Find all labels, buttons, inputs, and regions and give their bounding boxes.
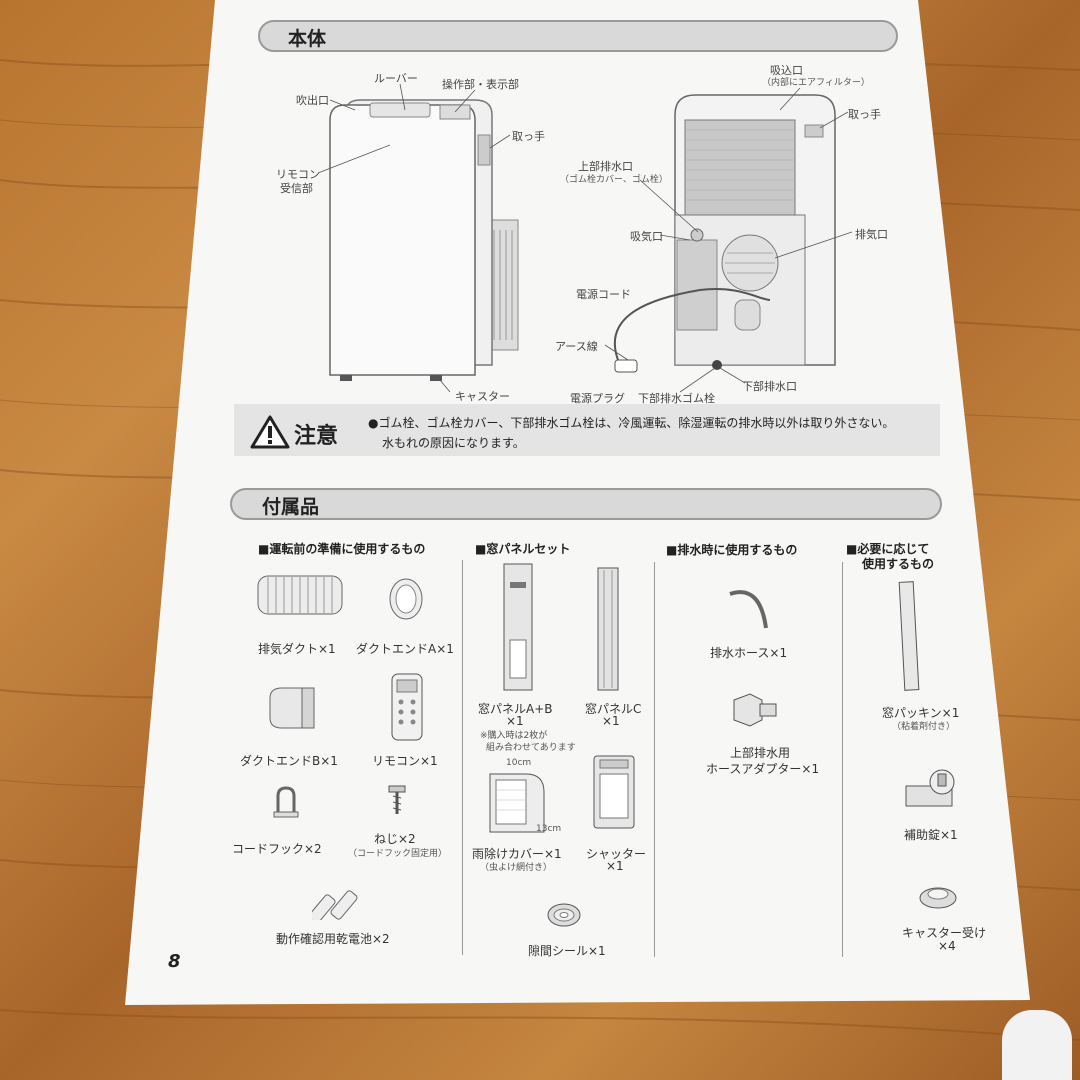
screw-illustration	[388, 785, 406, 814]
section-title-accessories: 付属品	[262, 496, 320, 518]
warning-triangle-icon	[250, 415, 290, 449]
caution-line-1: ●ゴム栓、ゴム栓カバー、下部排水ゴム栓は、冷風運転、除湿運転の排水時以外は取り外…	[368, 416, 895, 430]
section-header-accessories	[230, 488, 942, 520]
caption-panel-ab-2: ×1	[506, 714, 524, 728]
batteries-illustration	[312, 890, 358, 920]
caption-screw: ねじ×2	[374, 832, 416, 846]
caption-panel-ab-note-1: ※購入時は2枚が	[480, 731, 548, 741]
caption-rain-cover-1: 雨除けカバー×1	[472, 847, 562, 861]
label-remote-receiver-2: 受信部	[280, 182, 313, 195]
caption-gap-seal: 隙間シール×1	[528, 944, 606, 958]
caption-panel-ab-note-2: 組み合わせてあります	[486, 743, 576, 753]
group-title-optional-2: 使用するもの	[862, 557, 935, 571]
group-title-optional-1: ■必要に応じて	[846, 542, 930, 556]
rain-cover-illustration	[489, 773, 545, 833]
page-number: 8	[168, 951, 181, 972]
dimension-10cm: 10cm	[506, 758, 532, 768]
caution-title: 注意	[294, 424, 339, 449]
caption-caster-rest-2: ×4	[938, 939, 956, 953]
caption-shutter-2: ×1	[606, 859, 624, 873]
remote-control-illustration	[391, 673, 423, 741]
caption-rain-cover-2: （虫よけ網付き）	[480, 863, 553, 873]
label-power-cord: 電源コード	[576, 288, 631, 301]
caption-window-packing-2: （粘着剤付き）	[892, 722, 956, 732]
hose-adapter-illustration	[733, 693, 777, 727]
duct-end-a-illustration	[389, 578, 423, 620]
back-unit-illustration	[674, 94, 836, 370]
label-lower-drain: 下部排水口	[742, 380, 797, 393]
label-upper-drain: 上部排水口	[578, 160, 633, 173]
caption-remote: リモコン×1	[372, 754, 438, 768]
caption-cord-hook: コードフック×2	[232, 842, 322, 856]
drain-hose-illustration	[729, 590, 768, 629]
label-outlet: 吹出口	[296, 94, 329, 107]
label-back-handle: 取っ手	[848, 108, 881, 121]
duct-end-b-illustration	[269, 687, 315, 729]
label-caster: キャスター	[455, 390, 510, 403]
front-unit-illustration	[329, 99, 519, 381]
auxiliary-lock-illustration	[905, 769, 955, 807]
label-power-plug: 電源プラグ	[570, 392, 625, 405]
divider-3	[842, 562, 843, 957]
white-object-edge	[1002, 1010, 1072, 1080]
caption-caster-rest-1: キャスター受け	[902, 926, 987, 940]
caption-exhaust-duct: 排気ダクト×1	[258, 642, 336, 656]
caption-panel-ab-1: 窓パネルA+B	[478, 702, 553, 716]
divider-1	[462, 560, 463, 955]
caster-rest-illustration	[919, 887, 957, 909]
label-intake: 吸込口	[770, 64, 803, 77]
exhaust-duct-illustration	[257, 575, 343, 615]
group-title-drain: ■排水時に使用するもの	[666, 543, 798, 557]
group-title-preparation: ■運転前の準備に使用するもの	[258, 542, 426, 556]
group-title-window-panel: ■窓パネルセット	[475, 542, 571, 556]
label-lower-drain-plug: 下部排水ゴム栓	[638, 392, 715, 405]
caption-panel-c-2: ×1	[602, 714, 620, 728]
shutter-illustration	[593, 755, 635, 829]
label-louver: ルーバー	[374, 72, 418, 85]
divider-2	[654, 562, 655, 957]
window-packing-illustration	[898, 581, 920, 691]
section-title-main: 本体	[288, 28, 327, 50]
label-exhaust: 排気口	[855, 228, 888, 241]
caption-adapter-2: ホースアダプター×1	[706, 762, 820, 776]
caption-adapter-1: 上部排水用	[730, 746, 791, 760]
caution-line-2: 水もれの原因になります。	[382, 436, 525, 450]
label-front-handle: 取っ手	[512, 130, 545, 143]
label-intake-note: （内部にエアフィルター）	[762, 78, 870, 88]
caption-window-packing-1: 窓パッキン×1	[882, 706, 960, 720]
caption-batteries: 動作確認用乾電池×2	[276, 932, 390, 946]
caption-auxiliary-lock: 補助錠×1	[904, 828, 958, 842]
caption-duct-end-a: ダクトエンドA×1	[356, 642, 454, 656]
cord-hook-illustration	[273, 786, 299, 818]
label-control-panel: 操作部・表示部	[442, 78, 519, 91]
section-header-main	[258, 20, 898, 52]
caption-screw-note: （コードフック固定用）	[348, 849, 448, 859]
label-upper-drain-note: （ゴム栓カバー、ゴム栓）	[560, 175, 668, 185]
label-earth-wire: アース線	[555, 340, 598, 353]
caption-drain-hose: 排水ホース×1	[710, 646, 788, 660]
dimension-13cm: 13cm	[536, 824, 562, 834]
window-panel-ab-illustration	[503, 563, 533, 691]
caution-box	[234, 404, 940, 456]
caption-duct-end-b: ダクトエンドB×1	[240, 754, 338, 768]
caption-shutter-1: シャッター	[586, 847, 647, 861]
caption-panel-c-1: 窓パネルC	[585, 702, 642, 716]
gap-seal-illustration	[547, 903, 581, 927]
label-air-intake: 吸気口	[630, 230, 663, 243]
window-panel-c-illustration	[597, 567, 619, 691]
label-remote-receiver-1: リモコン	[276, 168, 320, 181]
